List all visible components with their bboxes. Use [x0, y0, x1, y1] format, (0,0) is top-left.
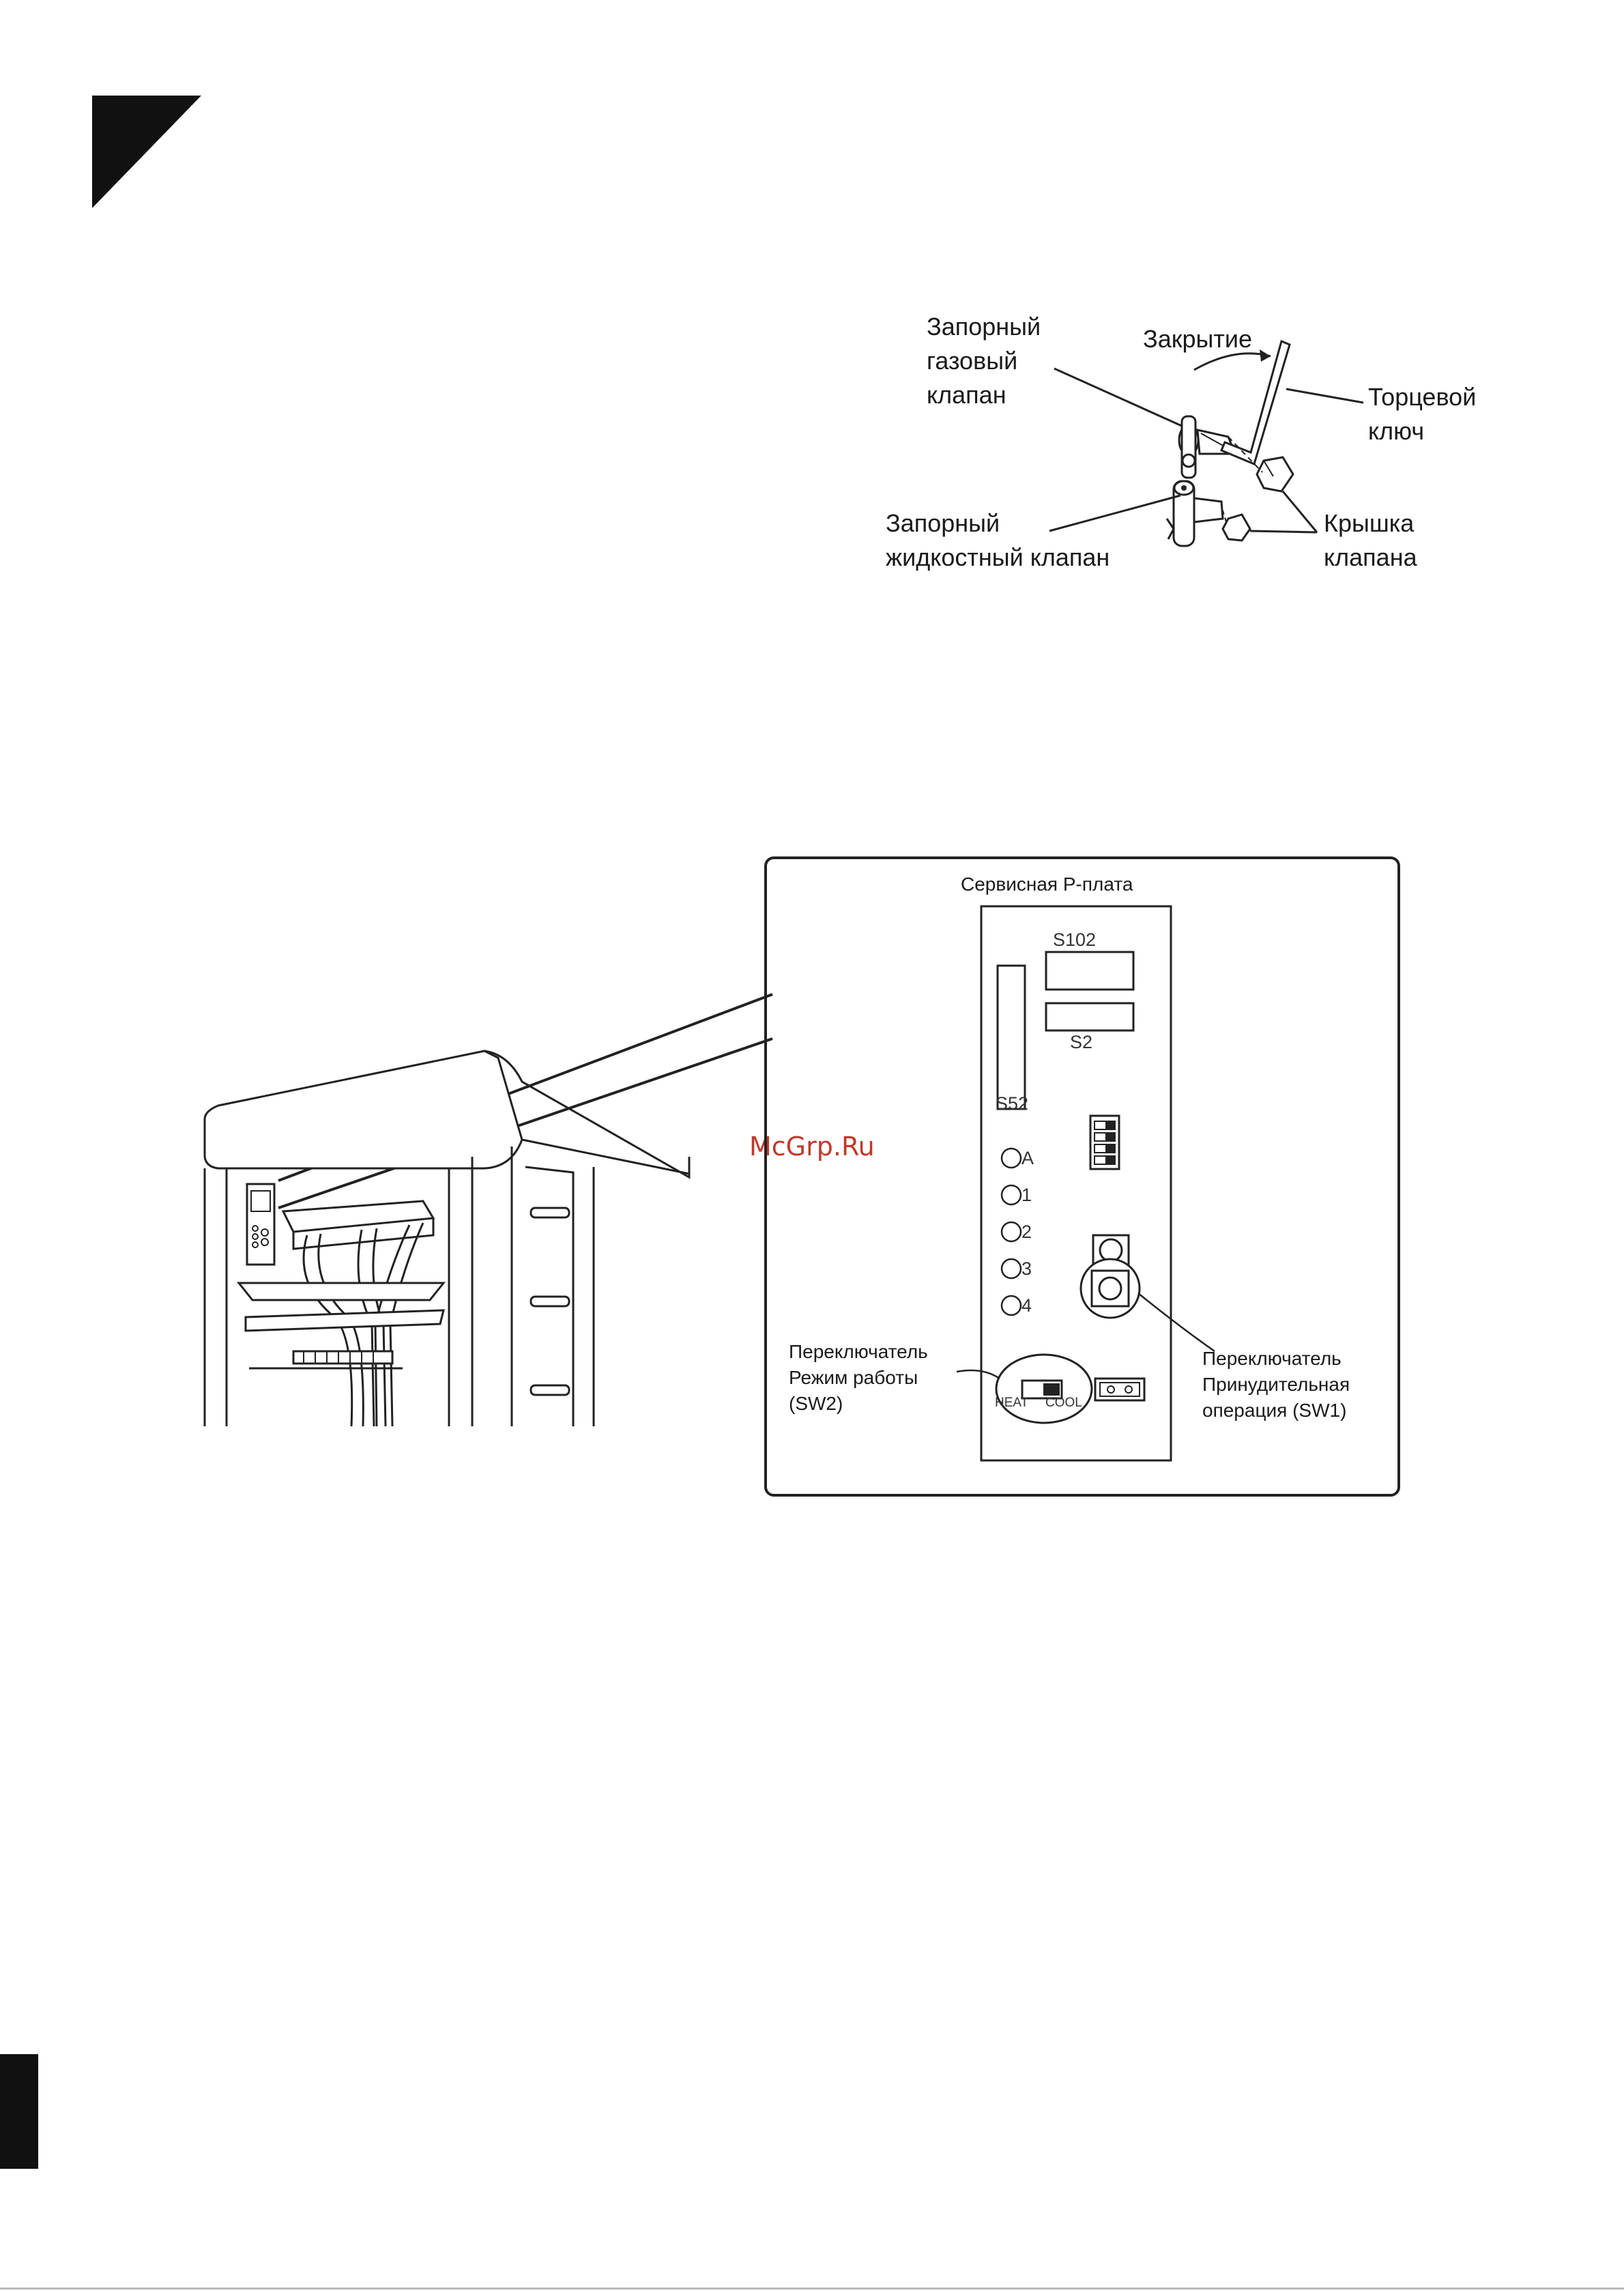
valve-cap-label-line-2: клапана	[1324, 541, 1417, 574]
connector-s52	[998, 966, 1025, 1109]
sw2-slide-switch-icon	[996, 1355, 1092, 1423]
led-label-3: 3	[1021, 1257, 1032, 1280]
jumper-connector-icon	[1095, 1379, 1144, 1400]
liquid-valve-label-line-2: жидкостный клапан	[886, 541, 1110, 574]
corner-triangle-mark	[0, 0, 218, 218]
side-section-tab	[0, 2054, 38, 2169]
liquid-valve-label-line-1: Запорный	[886, 507, 1000, 540]
wrench-label-line-1: Торцевой	[1368, 381, 1476, 414]
led-label-4: 4	[1021, 1294, 1032, 1317]
connector-s102-label: S102	[1053, 928, 1096, 951]
hex-wrench-icon	[1221, 341, 1290, 464]
forced-switch-label-line-2: Принудительная	[1202, 1372, 1350, 1398]
connector-s2	[1046, 1003, 1133, 1030]
forced-switch-label-line-3: операция (SW1)	[1202, 1398, 1346, 1424]
led-label-2: 2	[1021, 1220, 1032, 1243]
wrench-label-line-2: ключ	[1368, 415, 1424, 448]
closing-label: Закрытие	[1143, 323, 1252, 356]
sw2-cool-label: COOL	[1045, 1396, 1082, 1411]
outdoor-unit-illustration	[198, 846, 778, 1447]
connector-s2-label: S2	[1070, 1030, 1092, 1054]
mode-switch-label-line-2: Режим работы	[789, 1365, 918, 1391]
dip-switch-icon	[1090, 1116, 1119, 1169]
mode-switch-label-line-1: Переключатель	[789, 1339, 928, 1365]
forced-switch-label-line-1: Переключатель	[1202, 1346, 1342, 1372]
connector-s52-label: S52	[996, 1092, 1028, 1115]
led-label-1: 1	[1021, 1183, 1032, 1207]
liquid-valve-icon	[1167, 481, 1223, 546]
gas-valve-label-line-3: клапан	[927, 379, 1006, 412]
mode-switch-label-line-3: (SW2)	[789, 1391, 843, 1417]
bottom-page-edge	[0, 2288, 1624, 2290]
sw2-heat-label: HEAT	[995, 1396, 1028, 1411]
gas-valve-label-line-2: газовый	[927, 345, 1017, 377]
valve-cap-icon	[1257, 457, 1293, 491]
connector-s102	[1046, 952, 1133, 990]
led-label-a: A	[1021, 1146, 1034, 1170]
valve-cap-label-line-1: Крышка	[1324, 507, 1414, 540]
gas-valve-label-line-1: Запорный	[927, 311, 1041, 343]
